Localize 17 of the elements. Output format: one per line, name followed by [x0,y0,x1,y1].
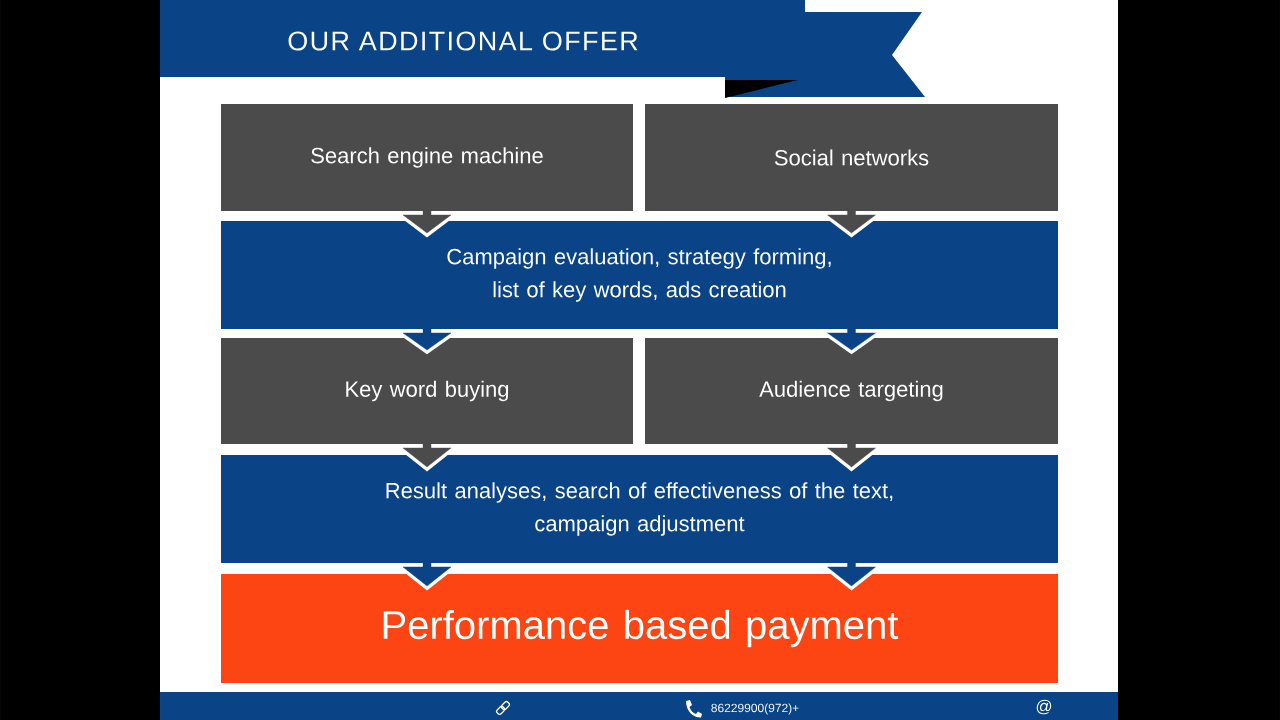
chevron-arrow [827,443,876,468]
process-box: Key word buying [221,338,633,444]
chevron-arrow [827,210,876,234]
email-symbol: @ [1036,699,1052,715]
chevron-arrow [402,328,452,351]
chevron-arrow [827,328,876,351]
slide-title: OUR ADDITIONAL OFFER [288,31,638,51]
phone-number: 86229900(972)+ [711,703,799,715]
chevron-arrow [402,562,876,587]
process-box: Audience targeting [645,338,1058,444]
process-band: Result analyses, search of effectiveness of the text, campaign adjustment [221,455,1058,563]
process-box: Search engine machine [221,104,633,211]
process-band: Campaign evaluation, strategy forming, list of key words, ads creation [221,221,1058,329]
chevron-arrow [402,443,452,468]
chevron-arrow [402,210,452,234]
process-box: Social networks [645,104,1058,211]
result-banner: Performance based payment [221,574,1058,683]
